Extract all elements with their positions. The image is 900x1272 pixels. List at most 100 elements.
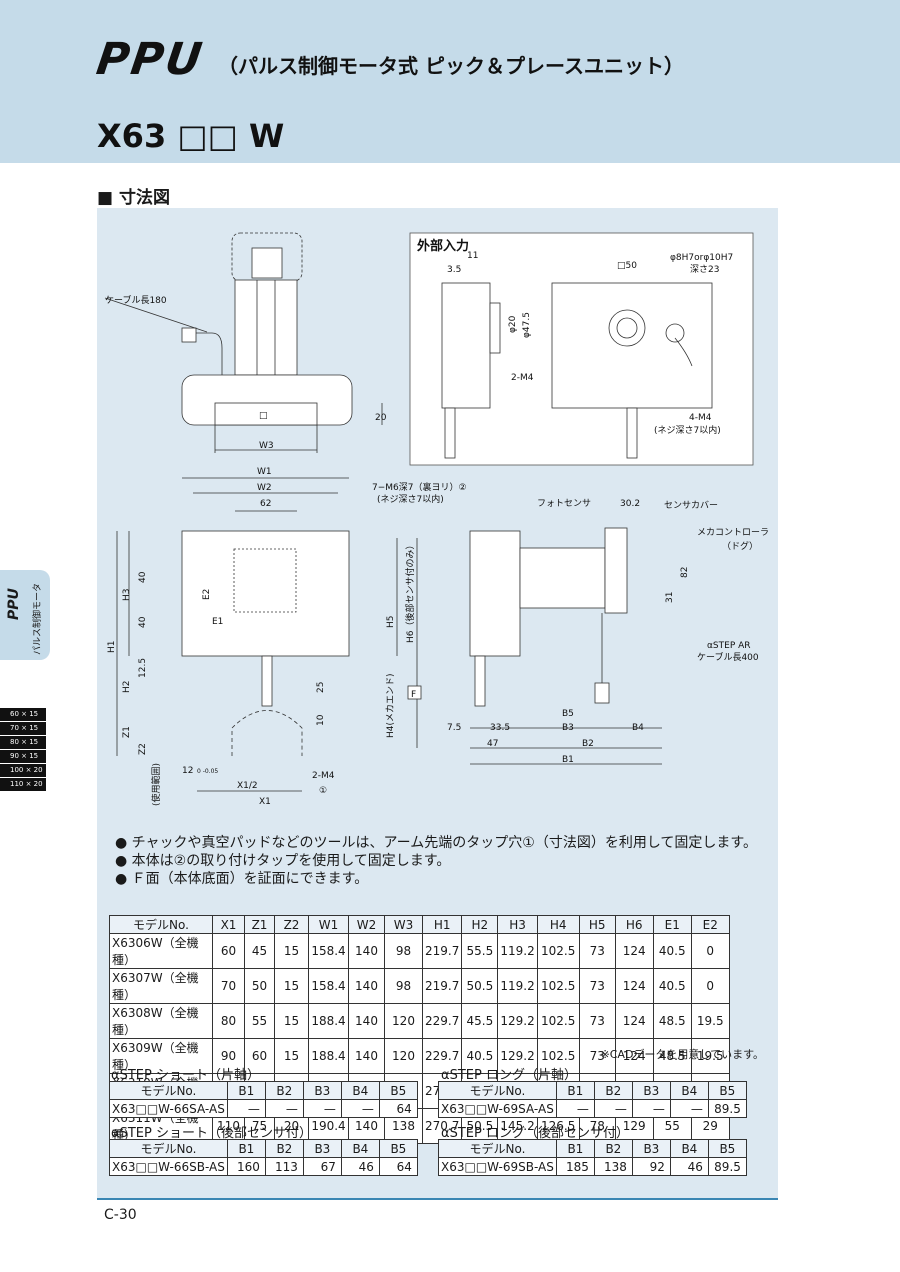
b5-label: B5 (562, 709, 574, 719)
model-cell: X63□□W-66SB-AS (109, 1157, 228, 1176)
dimension-panel: ケーブル長180 W3 20 □ 外部入力 11 3.5 □50 φ8H7orφ… (97, 208, 778, 1198)
model-dimension-table: モデルNo. X1 Z1 Z2 W1 W2 W3 H1 H2 H3 H4 H5 … (109, 915, 730, 1144)
cable-length-label: ケーブル長180 (105, 294, 167, 306)
note-item: ● Ｆ面（本体底面）を証面にできます。 (115, 871, 369, 887)
m4-tap-label: 2-M4 (312, 771, 335, 781)
value-cell: 50 (244, 968, 275, 1004)
value-cell: 124 (614, 968, 654, 1004)
value-cell: — (264, 1099, 304, 1118)
value-cell: 129.2 (497, 1038, 538, 1074)
h3-label: H3 (122, 589, 132, 602)
sub-table-title-long-sensor: αSTEP ロング（後部センサ付） (441, 1126, 629, 1141)
value-cell: 158.4 (308, 968, 349, 1004)
size-index-item[interactable]: 60 × 15 (0, 708, 46, 721)
col-header: B1 (555, 1139, 595, 1158)
value-cell: 113 (264, 1157, 304, 1176)
col-header: モデルNo. (109, 1081, 228, 1100)
col-header: H4 (536, 915, 580, 934)
value-cell: 158.4 (308, 933, 349, 969)
col-header: モデルNo. (109, 915, 213, 934)
value-cell: 19.5 (690, 1003, 730, 1039)
phi47-5-label: φ47.5 (522, 312, 532, 338)
b1-label: B1 (562, 755, 574, 765)
col-header: B4 (340, 1081, 380, 1100)
model-cell: X6308W（全機種） (109, 1003, 213, 1039)
value-cell: 55 (244, 1003, 275, 1039)
col-header: H2 (461, 915, 499, 934)
col-header: B3 (302, 1139, 342, 1158)
value-cell: 120 (384, 1038, 423, 1074)
w3-label: W3 (259, 441, 274, 451)
size-index-item[interactable]: 70 × 15 (0, 722, 46, 735)
section-title: ■ 寸法図 (97, 188, 170, 208)
dim-62-label: 62 (260, 499, 271, 509)
page-header: PPU （パルス制御モータ式 ピック＆プレースユニット） X63 □□ W (0, 0, 900, 163)
col-header: W2 (348, 915, 385, 934)
model-cell: X6307W（全機種） (109, 968, 213, 1004)
dimension-drawing: ケーブル長180 W3 20 □ 外部入力 11 3.5 □50 φ8H7orφ… (104, 232, 769, 807)
value-cell: — (302, 1099, 342, 1118)
value-cell: 64 (378, 1157, 418, 1176)
mecha-controller-label: メカコントローラ (697, 527, 769, 538)
value-cell: 92 (631, 1157, 671, 1176)
value-cell: 60 (212, 933, 245, 969)
col-header: モデルNo. (438, 1081, 557, 1100)
tap-note: (ネジ深さ7以内) (377, 493, 444, 505)
col-header: B3 (631, 1081, 671, 1100)
h1-label: H1 (107, 641, 117, 654)
size-index-item[interactable]: 110 × 20 (0, 778, 46, 791)
size-index-item[interactable]: 90 × 15 (0, 750, 46, 763)
dim-7-5-label: 7.5 (447, 723, 461, 733)
square-mark: □ (259, 411, 268, 421)
value-cell: — (555, 1099, 595, 1118)
photo-sensor-label: フォトセンサ (537, 498, 591, 509)
phi20-label: φ20 (508, 315, 518, 333)
page-number: C-30 (104, 1207, 137, 1223)
size-index-item[interactable]: 80 × 15 (0, 736, 46, 749)
value-cell: 129.2 (497, 1003, 538, 1039)
table-row: X63□□W-66SA-AS————64 (109, 1099, 418, 1118)
z2-label: Z2 (138, 743, 148, 755)
value-cell: 90 (212, 1038, 245, 1074)
dim-12-label: 12 (182, 766, 193, 776)
col-header: H6 (614, 915, 654, 934)
dim-20-label: 20 (375, 413, 387, 423)
value-cell: 67 (302, 1157, 342, 1176)
b3-label: B3 (562, 723, 574, 733)
ppu-logo: PPU (93, 34, 207, 85)
value-cell: 185 (555, 1157, 595, 1176)
model-cell: X6309W（全機種） (109, 1038, 213, 1074)
x1-half-label: X1/2 (237, 781, 258, 791)
col-header: W3 (384, 915, 423, 934)
value-cell: 140 (348, 1038, 385, 1074)
front-view: W1 W2 62 7−M6深7（裏ヨリ）② (ネジ深さ7以内) H1 H2 H3… (107, 467, 467, 807)
side-tab (0, 570, 50, 660)
table-header-row: モデルNo. X1 Z1 Z2 W1 W2 W3 H1 H2 H3 H4 H5 … (109, 915, 730, 934)
col-header: E2 (690, 915, 730, 934)
model-cell: X63□□W-69SB-AS (438, 1157, 557, 1176)
value-cell: 119.2 (497, 933, 538, 969)
value-cell: 160 (226, 1157, 266, 1176)
size-index-item[interactable]: 100 × 20 (0, 764, 46, 777)
col-header: B5 (378, 1139, 418, 1158)
col-header: Z1 (244, 915, 275, 934)
dim-25-label: 25 (316, 682, 326, 693)
dim-40a-label: 40 (138, 571, 148, 583)
col-header: B4 (669, 1081, 709, 1100)
value-cell: 55.5 (461, 933, 499, 969)
value-cell: 229.7 (421, 1038, 463, 1074)
m4-2-label: 2-M4 (511, 373, 534, 383)
model-cell: X63□□W-69SA-AS (438, 1099, 557, 1118)
astep-label: αSTEP AR (707, 641, 751, 651)
